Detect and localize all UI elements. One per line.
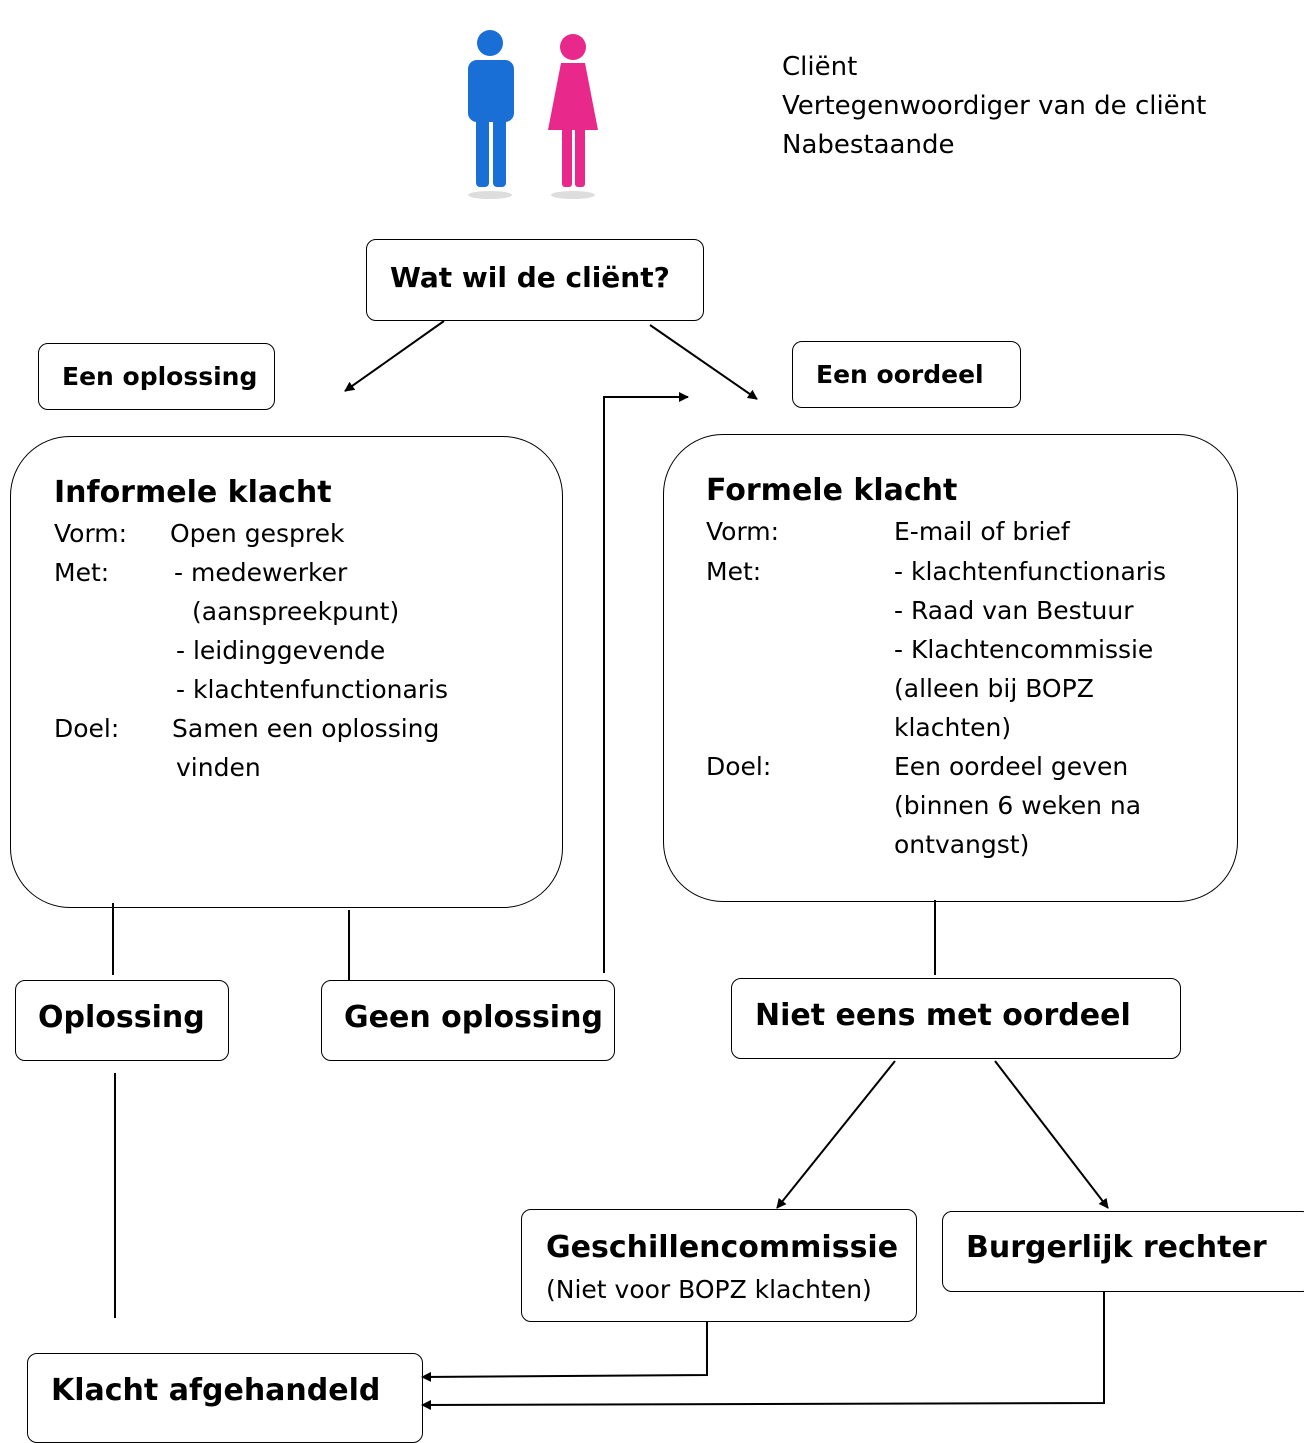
informal-complaint-box [10, 436, 563, 908]
informal-with-item: (aanspreekpunt) [192, 597, 400, 626]
informal-title: Informele klacht [54, 475, 332, 510]
formal-complaint-box [663, 434, 1238, 902]
formal-with-label: Met: [706, 557, 762, 586]
role-representative: Vertegenwoordiger van de cliënt [782, 91, 1207, 121]
disagree-box [731, 978, 1181, 1059]
formal-title: Formele klacht [706, 473, 958, 508]
formal-goal-line: ontvangst) [894, 830, 1030, 859]
informal-form-label: Vorm: [54, 519, 128, 548]
solution-text: Oplossing [38, 1000, 205, 1035]
disputes-committee-title: Geschillencommissie [546, 1230, 899, 1265]
choice-solution-text: Een oplossing [62, 362, 258, 391]
formal-form-value: E-mail of brief [894, 517, 1070, 546]
arrow-no-solution-to-formal [603, 392, 689, 973]
question-box [366, 239, 704, 321]
choice-judgment-box [792, 341, 1021, 408]
formal-form-label: Vorm: [706, 517, 780, 546]
formal-goal-line: (binnen 6 weken na [894, 791, 1142, 820]
no-solution-box [321, 980, 615, 1061]
choice-judgment-text: Een oordeel [816, 360, 984, 389]
informal-with-item: - leidinggevende [176, 636, 386, 665]
woman-icon [548, 34, 598, 187]
arrow-judge-to-handled [421, 1292, 1105, 1410]
formal-with-item: - klachtenfunctionaris [894, 557, 1167, 586]
formal-with-item: klachten) [894, 713, 1012, 742]
formal-with-item: - Klachtencommissie [894, 635, 1154, 664]
arrow-to-solution [344, 320, 445, 392]
client-figures-image [420, 5, 650, 220]
civil-judge-text: Burgerlijk rechter [966, 1230, 1267, 1265]
informal-goal-line: vinden [176, 753, 261, 782]
disputes-committee-note: (Niet voor BOPZ klachten) [546, 1275, 872, 1304]
arrow-to-civil-judge [994, 1060, 1109, 1209]
informal-form-value: Open gesprek [170, 519, 345, 548]
complaint-handled-text: Klacht afgehandeld [51, 1373, 381, 1408]
arrow-disputes-to-handled [421, 1322, 708, 1382]
formal-with-item: - Raad van Bestuur [894, 596, 1134, 625]
formal-with-item: (alleen bij BOPZ [894, 674, 1094, 703]
arrow-to-disputes [776, 1060, 896, 1209]
informal-goal-label: Doel: [54, 714, 120, 743]
informal-with-item: - medewerker [174, 558, 348, 587]
arrow-to-judgment [649, 324, 758, 400]
informal-goal-line: Samen een oplossing [172, 714, 440, 743]
informal-with-label: Met: [54, 558, 110, 587]
man-icon [468, 30, 514, 187]
formal-goal-line: Een oordeel geven [894, 752, 1129, 781]
solution-box [15, 980, 229, 1061]
disputes-committee-box [521, 1209, 917, 1322]
formal-goal-label: Doel: [706, 752, 772, 781]
civil-judge-box [942, 1211, 1304, 1292]
disagree-text: Niet eens met oordeel [755, 998, 1131, 1033]
role-client: Cliënt [782, 52, 858, 82]
choice-solution-box [38, 343, 275, 410]
informal-with-item: - klachtenfunctionaris [176, 675, 449, 704]
question-text: Wat wil de cliënt? [390, 261, 670, 294]
role-next-of-kin: Nabestaande [782, 130, 955, 160]
no-solution-text: Geen oplossing [344, 1000, 603, 1035]
